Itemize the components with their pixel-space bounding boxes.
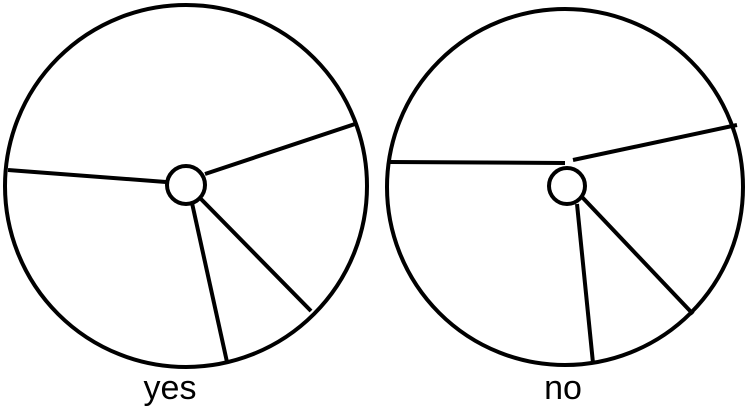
wheel-yes-spoke-upper-right — [204, 122, 356, 176]
wheel-no-spoke-lower-right — [580, 195, 695, 316]
wheel-yes — [3, 3, 369, 369]
wheel-no-spoke-upper-right — [572, 123, 738, 162]
wheel-yes-spoke-left — [7, 168, 167, 184]
caption-no: no — [544, 369, 582, 407]
wheel-yes-spoke-bottom — [190, 202, 229, 363]
wheel-no-rim — [385, 7, 745, 367]
wheel-no-hub — [547, 166, 587, 206]
wheel-yes-spoke-lower-right — [198, 196, 313, 313]
wheel-yes-rim — [3, 3, 369, 369]
caption-yes: yes — [143, 369, 197, 407]
wheel-no — [385, 7, 745, 367]
wheel-no-spoke-bottom — [575, 203, 595, 364]
wheel-yes-hub — [165, 164, 207, 206]
wheel-no-spoke-left — [388, 160, 566, 165]
